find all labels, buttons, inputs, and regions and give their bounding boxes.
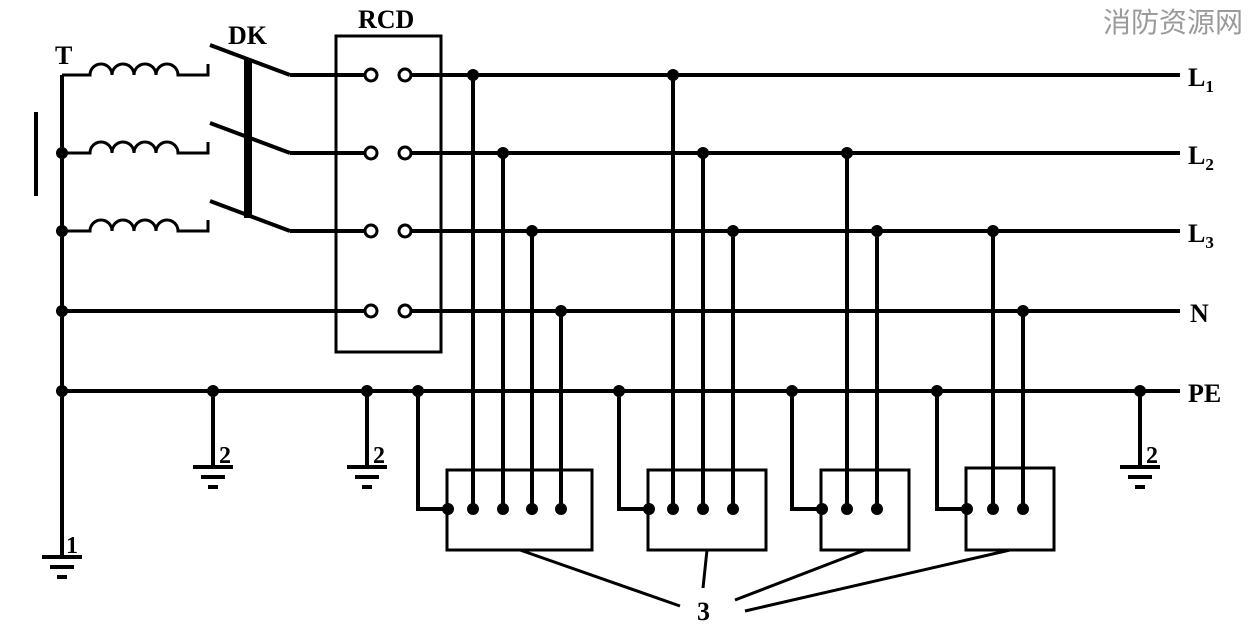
line-labels: L1 L2 L3 N PE bbox=[1188, 63, 1221, 408]
load-box-1 bbox=[412, 69, 594, 552]
repeat-earth-1: 2 bbox=[193, 385, 233, 489]
main-earth-label: 1 bbox=[66, 533, 78, 559]
transformer-label: T bbox=[55, 41, 72, 70]
line-label-pe: PE bbox=[1188, 379, 1221, 408]
switch-dk: DK bbox=[209, 21, 291, 233]
load-box-2 bbox=[613, 69, 768, 552]
switch-label: DK bbox=[228, 21, 268, 50]
rcd: RCD bbox=[334, 5, 443, 354]
repeat-earth-label-3: 2 bbox=[1146, 443, 1158, 469]
load-callout: 3 bbox=[519, 548, 1011, 626]
line-label-l1: L1 bbox=[1188, 63, 1214, 96]
line-label-n: N bbox=[1190, 299, 1209, 328]
watermark: 消防资源网 bbox=[1103, 6, 1243, 39]
repeat-earth-2: 2 bbox=[347, 385, 387, 489]
repeat-earth-3: 2 bbox=[1120, 385, 1160, 489]
line-label-l2: L2 bbox=[1188, 141, 1214, 174]
load-label: 3 bbox=[697, 597, 710, 626]
rcd-label: RCD bbox=[358, 5, 414, 34]
conductors bbox=[62, 67, 1180, 393]
repeat-earth-label-2: 2 bbox=[373, 443, 385, 469]
line-label-l3: L3 bbox=[1188, 219, 1214, 252]
transformer: T 1 bbox=[34, 41, 210, 579]
load-box-4 bbox=[931, 225, 1056, 552]
load-box-3 bbox=[786, 147, 911, 552]
repeat-earth-label-1: 2 bbox=[219, 443, 231, 469]
